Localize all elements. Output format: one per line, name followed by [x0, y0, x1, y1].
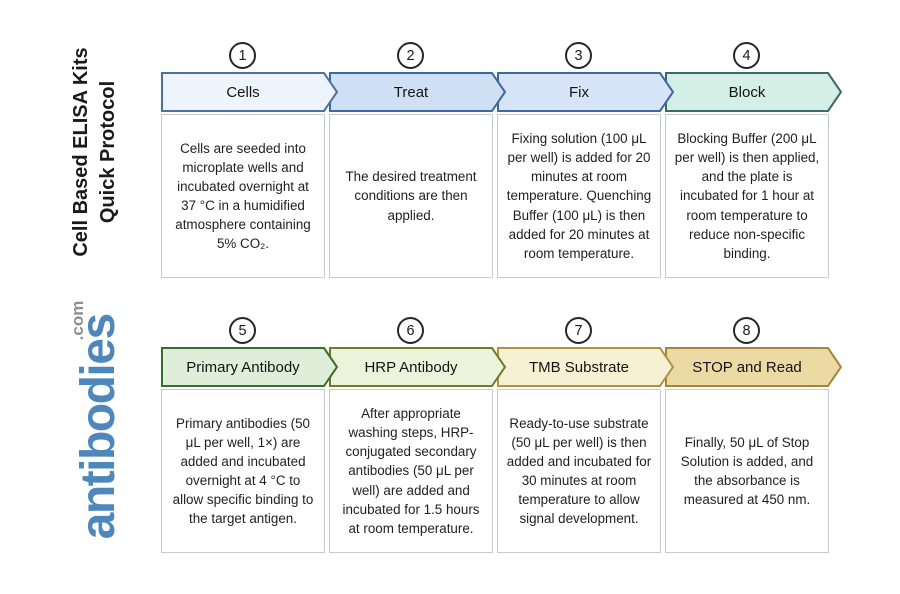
step-arrow-shape	[161, 347, 339, 387]
page-title-line2: Quick Protocol	[97, 80, 119, 224]
step-description: The desired treatment conditions are the…	[345, 169, 477, 223]
step-card-2: 2 Treat The desired treatment conditions…	[329, 42, 507, 278]
step-description-box: Cells are seeded into microplate wells a…	[161, 114, 325, 278]
arrow-polygon	[329, 72, 507, 112]
antibodies-logo: antibodies.com	[60, 270, 136, 570]
step-description-box: After appropriate washing steps, HRP-con…	[329, 389, 493, 553]
step-arrow-shape	[665, 72, 843, 112]
step-card-5: 5 Primary Antibody Primary antibodies (5…	[161, 317, 339, 553]
step-description: Blocking Buffer (200 μL per well) is the…	[674, 131, 820, 261]
step-label: Treat	[393, 83, 429, 101]
logo-tld: .com	[68, 300, 87, 341]
step-number-badge: 8	[733, 317, 760, 344]
step-description-box: The desired treatment conditions are the…	[329, 114, 493, 278]
step-label: Cells	[226, 83, 260, 101]
step-number-badge: 6	[397, 317, 424, 344]
step-card-6: 6 HRP Antibody After appropriate washing…	[329, 317, 507, 553]
step-number: 4	[742, 47, 751, 64]
step-number: 3	[574, 47, 583, 64]
step-description-box: Finally, 50 μL of Stop Solution is added…	[665, 389, 829, 553]
step-number-badge: 7	[565, 317, 592, 344]
step-arrow-shape	[329, 72, 507, 112]
step-number-badge: 4	[733, 42, 760, 69]
step-card-7: 7 TMB Substrate Ready-to-use substrate (…	[497, 317, 675, 553]
step-description: Primary antibodies (50 μL per well, 1×) …	[172, 415, 314, 527]
step-description-box: Ready-to-use substrate (50 μL per well) …	[497, 389, 661, 553]
step-arrow-shape	[329, 347, 507, 387]
page-title-line1: Cell Based ELISA Kits	[70, 47, 92, 257]
step-description-box: Fixing solution (100 μL per well) is add…	[497, 114, 661, 278]
step-number-badge: 3	[565, 42, 592, 69]
step-card-8: 8 STOP and Read Finally, 50 μL of Stop S…	[665, 317, 843, 553]
arrow-polygon	[161, 72, 339, 112]
step-arrow-shape	[497, 347, 675, 387]
step-arrow-shape	[497, 72, 675, 112]
step-number: 5	[238, 322, 247, 339]
step-card-3: 3 Fix Fixing solution (100 μL per well) …	[497, 42, 675, 278]
step-arrow-shape	[161, 72, 339, 112]
step-description: Ready-to-use substrate (50 μL per well) …	[506, 415, 652, 527]
step-label: TMB Substrate	[528, 358, 630, 376]
step-description: Finally, 50 μL of Stop Solution is added…	[680, 434, 814, 508]
step-number: 6	[406, 322, 415, 339]
step-label: Block	[728, 83, 766, 101]
step-label: HRP Antibody	[364, 358, 458, 376]
logo-wordmark: antibodies	[71, 314, 125, 540]
step-description: After appropriate washing steps, HRP-con…	[342, 406, 480, 536]
step-description: Cells are seeded into microplate wells a…	[175, 140, 311, 252]
step-number: 8	[742, 322, 751, 339]
arrow-polygon	[665, 347, 843, 387]
step-description: Fixing solution (100 μL per well) is add…	[506, 131, 652, 261]
step-description-box: Primary antibodies (50 μL per well, 1×) …	[161, 389, 325, 553]
arrow-polygon	[497, 72, 675, 112]
step-label: Primary Antibody	[186, 358, 300, 376]
step-number-badge: 5	[229, 317, 256, 344]
arrow-polygon	[161, 347, 339, 387]
step-arrow-shape	[665, 347, 843, 387]
step-description-box: Blocking Buffer (200 μL per well) is the…	[665, 114, 829, 278]
page-title: Cell Based ELISA Kits Quick Protocol	[68, 32, 124, 272]
step-number: 7	[574, 322, 583, 339]
arrow-polygon	[329, 347, 507, 387]
step-card-4: 4 Block Blocking Buffer (200 μL per well…	[665, 42, 843, 278]
arrow-polygon	[497, 347, 675, 387]
step-label: STOP and Read	[692, 358, 802, 376]
step-number: 2	[406, 47, 415, 64]
step-number: 1	[238, 47, 247, 64]
arrow-polygon	[665, 72, 843, 112]
step-number-badge: 1	[229, 42, 256, 69]
step-number-badge: 2	[397, 42, 424, 69]
step-label: Fix	[569, 83, 589, 101]
step-card-1: 1 Cells Cells are seeded into microplate…	[161, 42, 339, 278]
